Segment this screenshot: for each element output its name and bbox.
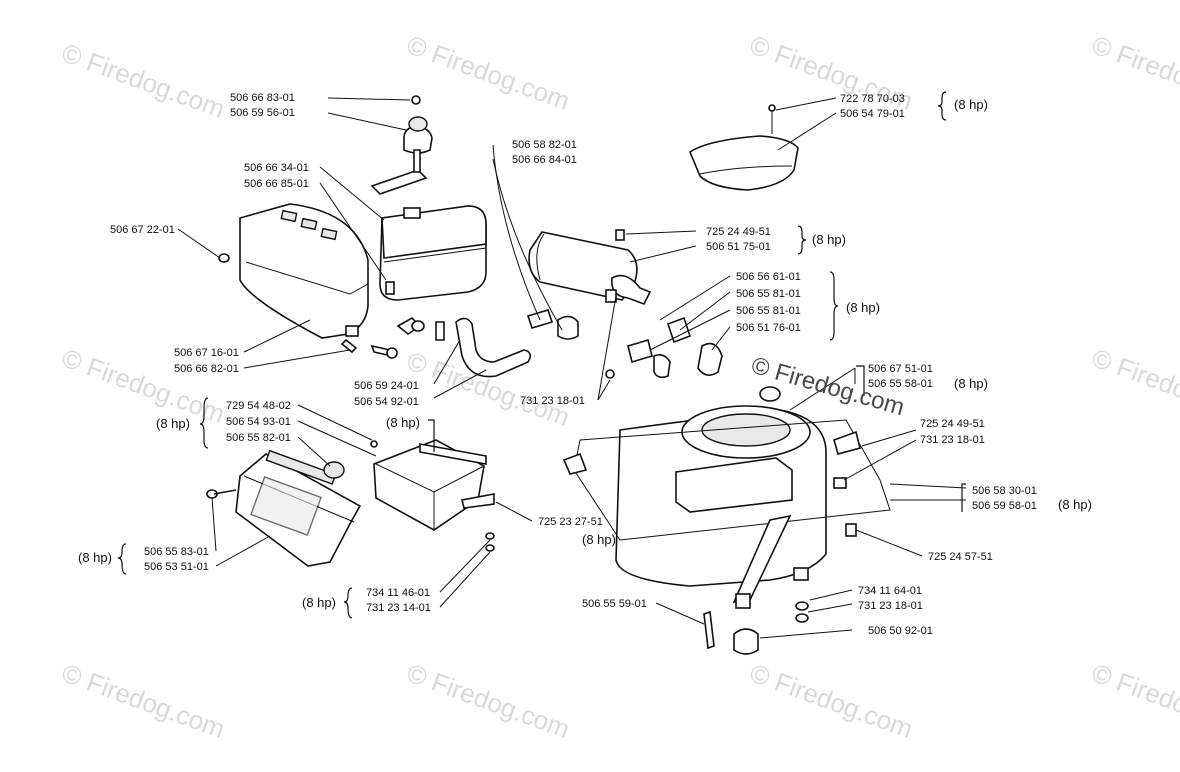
watermark: © Firedog.com	[58, 657, 229, 744]
watermark: © Firedog.com	[1088, 657, 1180, 744]
hp-note: (8 hp)	[156, 416, 190, 431]
part-label: 731 23 18-01	[920, 434, 985, 446]
part-label: 506 53 51-01	[144, 561, 209, 573]
part-label: 506 67 51-01	[868, 363, 933, 375]
hp-note: (8 hp)	[954, 97, 988, 112]
watermark: © Firedog.com	[403, 345, 574, 432]
part-label: 506 51 75-01	[706, 241, 771, 253]
engine-assembly	[562, 386, 891, 655]
part-label: 506 58 82-01	[512, 139, 577, 151]
heat-shield	[206, 449, 362, 567]
fuel-tank	[379, 205, 487, 301]
air-cleaner-cover	[218, 203, 398, 359]
part-label: 506 54 93-01	[226, 416, 291, 428]
parts-drawings	[206, 95, 891, 655]
part-label: 506 56 61-01	[736, 271, 801, 283]
watermark: © Firedog.com	[403, 29, 574, 116]
watermark: © Firedog.com	[58, 37, 229, 124]
part-label: 506 59 24-01	[354, 380, 419, 392]
leader-lines	[177, 97, 967, 639]
oil-fill-cap-assembly	[370, 95, 433, 195]
hp-note: (8 hp)	[954, 376, 988, 391]
watermark: © Firedog.com	[746, 657, 917, 744]
hp-note: (8 hp)	[582, 532, 616, 547]
part-label: 506 66 83-01	[230, 92, 295, 104]
part-label: 731 23 14-01	[366, 602, 431, 614]
hp-note: (8 hp)	[1058, 497, 1092, 512]
part-label: 506 55 81-01	[736, 305, 801, 317]
hp-notes: (8 hp) (8 hp) (8 hp) (8 hp) (8 hp) (8 hp…	[78, 97, 1092, 610]
part-label: 722 78 70-03	[840, 93, 905, 105]
breather-tube	[455, 317, 532, 378]
part-label: 506 66 82-01	[174, 363, 239, 375]
part-label: 506 59 58-01	[972, 500, 1037, 512]
part-label: 734 11 46-01	[366, 587, 430, 599]
watermark: © Firedog.com	[1088, 342, 1180, 429]
part-labels: 506 66 83-01 506 59 56-01 506 66 34-01 5…	[110, 92, 1037, 637]
part-label: 506 55 83-01	[144, 546, 209, 558]
group-brackets	[117, 91, 966, 619]
exhaust-fittings	[605, 316, 723, 379]
muffler	[528, 229, 652, 306]
part-label: 729 54 48-02	[226, 400, 291, 412]
part-label: 506 66 85-01	[244, 178, 309, 190]
small-fasteners	[396, 317, 445, 341]
part-label: 506 54 92-01	[354, 396, 419, 408]
hp-note: (8 hp)	[78, 550, 112, 565]
part-label: 506 67 16-01	[174, 347, 239, 359]
part-label: 506 59 56-01	[230, 107, 295, 119]
hp-note: (8 hp)	[812, 232, 846, 247]
part-label: 506 50 92-01	[868, 625, 933, 637]
part-label: 506 66 84-01	[512, 154, 577, 166]
watermark: © Firedog.com	[403, 657, 574, 744]
part-label: 506 55 58-01	[868, 378, 933, 390]
part-label: 506 55 82-01	[226, 432, 291, 444]
hp-note: (8 hp)	[386, 415, 420, 430]
part-label: 506 54 79-01	[840, 108, 905, 120]
hp-note: (8 hp)	[302, 595, 336, 610]
part-label: 506 58 30-01	[972, 485, 1037, 497]
part-label: 506 55 59-01	[582, 598, 647, 610]
part-label: 731 23 18-01	[520, 395, 585, 407]
part-label: 506 66 34-01	[244, 162, 309, 174]
watermark-layer: © Firedog.com © Firedog.com © Firedog.co…	[58, 29, 1180, 744]
muffler-guard	[689, 104, 799, 191]
part-label: 725 24 49-51	[706, 226, 771, 238]
part-label: 506 51 76-01	[736, 322, 801, 334]
spark-fittings	[526, 309, 579, 340]
part-label: 731 23 18-01	[858, 600, 923, 612]
part-label: 725 24 49-51	[920, 418, 985, 430]
hp-note: (8 hp)	[846, 300, 880, 315]
part-label: 506 67 22-01	[110, 224, 175, 236]
muffler-box	[323, 439, 495, 552]
part-label: 725 23 27-51	[538, 516, 603, 528]
part-label: 734 11 64-01	[858, 585, 922, 597]
part-label: 506 55 81-01	[736, 288, 801, 300]
part-label: 725 24 57-51	[928, 551, 993, 563]
watermark: © Firedog.com	[1088, 29, 1180, 116]
